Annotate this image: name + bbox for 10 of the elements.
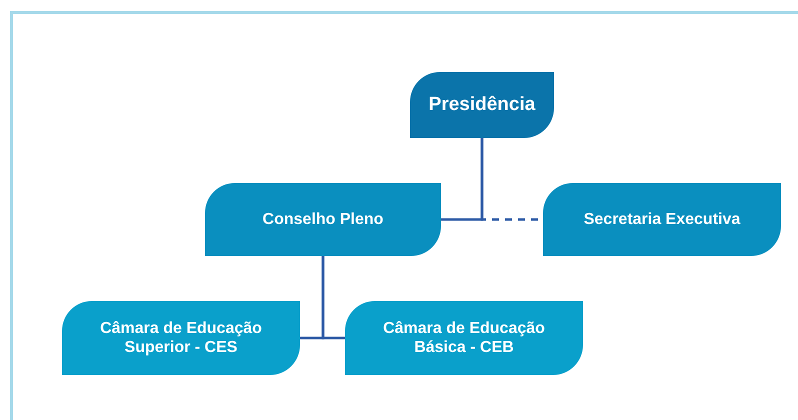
org-unit-box (62, 301, 300, 375)
unit-name: Câmara de Educação Básica - CEB (382, 318, 546, 358)
unit-name: Câmara de Educação Superior - CES (99, 318, 263, 358)
org-unit-box (410, 72, 554, 138)
unit-name: Conselho Pleno (262, 210, 384, 230)
unit-name: Presidência (428, 94, 536, 116)
org-unit-box (205, 183, 441, 256)
org-unit-box (345, 301, 583, 375)
org-unit-box (543, 183, 781, 256)
unit-name: Secretaria Executiva (584, 210, 740, 230)
